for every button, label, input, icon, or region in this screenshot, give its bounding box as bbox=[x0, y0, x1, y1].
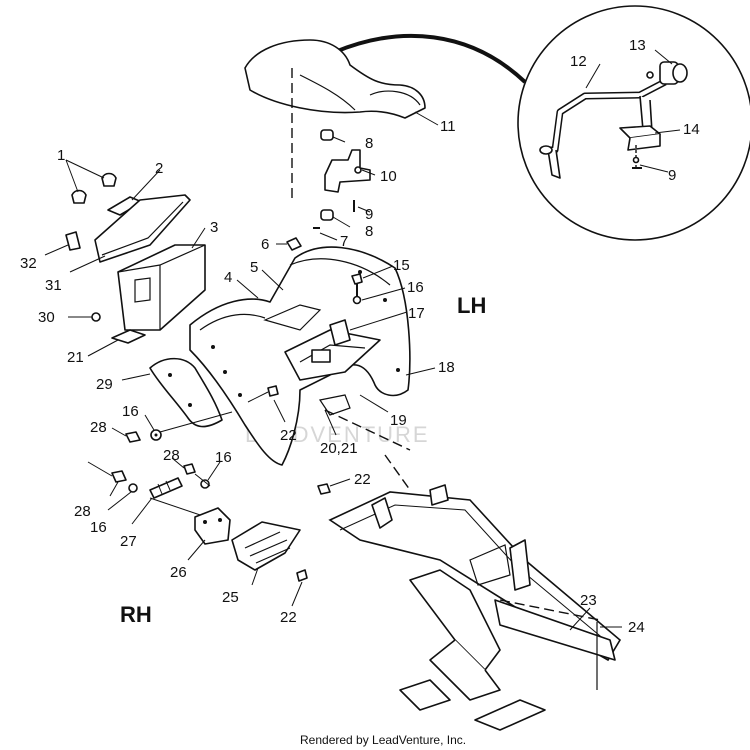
bolt-22-footrest bbox=[291, 569, 308, 607]
seat-11 bbox=[244, 39, 426, 200]
callout-28-mid: 28 bbox=[163, 447, 180, 464]
footrest-25 bbox=[231, 521, 301, 586]
callout-22-lower: 22 bbox=[280, 609, 297, 626]
callout-4: 4 bbox=[224, 269, 232, 286]
footer-credit: Rendered by LeadVenture, Inc. bbox=[300, 733, 466, 747]
callout-31: 31 bbox=[45, 277, 62, 294]
callout-28-lower: 28 bbox=[74, 503, 91, 520]
screw-9 bbox=[353, 200, 371, 213]
nut-30 bbox=[68, 312, 101, 322]
callout-labels: 1 2 3 4 5 6 7 8 8 9 9 10 11 12 13 14 15 … bbox=[20, 37, 700, 636]
callout-24: 24 bbox=[628, 619, 645, 636]
washer-16-lower bbox=[107, 483, 138, 511]
bracket-14 bbox=[619, 125, 661, 151]
callout-16-lower: 16 bbox=[90, 519, 107, 536]
fuse-clips-1 bbox=[65, 159, 117, 204]
decal-21 bbox=[87, 329, 146, 357]
hook-17 bbox=[329, 311, 408, 346]
rubber-bumper-8b bbox=[320, 209, 351, 228]
grab-bar-12 bbox=[539, 78, 667, 179]
callout-6: 6 bbox=[261, 236, 269, 253]
clip-32 bbox=[44, 231, 81, 256]
washer-16-lh bbox=[352, 287, 406, 305]
callout-5: 5 bbox=[250, 259, 258, 276]
latch-bracket-10 bbox=[324, 149, 371, 193]
frame bbox=[328, 484, 622, 731]
nut-6 bbox=[276, 237, 302, 251]
battery-box-3 bbox=[117, 227, 206, 331]
detail-inset bbox=[334, 5, 750, 241]
callout-7: 7 bbox=[340, 233, 348, 250]
callout-8-lower: 8 bbox=[365, 223, 373, 240]
callout-16-mid: 16 bbox=[215, 449, 232, 466]
cover-31 bbox=[69, 194, 191, 273]
nut-28-upper bbox=[111, 427, 141, 443]
callout-8-upper: 8 bbox=[365, 135, 373, 152]
lh-side-label: LH bbox=[457, 293, 486, 318]
callout-22-mid: 22 bbox=[354, 471, 371, 488]
bolt-15 bbox=[351, 265, 394, 296]
callout-28-upper: 28 bbox=[90, 419, 107, 436]
callout-16-lh: 16 bbox=[407, 279, 424, 296]
callout-12: 12 bbox=[570, 53, 587, 70]
callout-14: 14 bbox=[683, 121, 700, 138]
callout-27: 27 bbox=[120, 533, 137, 550]
washer-16-mid bbox=[194, 461, 221, 489]
callout-3: 3 bbox=[210, 219, 218, 236]
bracket-26 bbox=[187, 507, 231, 561]
callout-22-upper: 22 bbox=[280, 427, 297, 444]
callout-18: 18 bbox=[438, 359, 455, 376]
callout-16-upper: 16 bbox=[122, 403, 139, 420]
callout-13: 13 bbox=[629, 37, 646, 54]
callout-30: 30 bbox=[38, 309, 55, 326]
callout-20-21: 20,21 bbox=[320, 440, 358, 457]
callout-25: 25 bbox=[222, 589, 239, 606]
rh-side-label: RH bbox=[120, 602, 152, 627]
callout-15: 15 bbox=[393, 257, 410, 274]
callout-11: 11 bbox=[440, 118, 456, 135]
bolt-9-inset bbox=[632, 145, 642, 170]
grab-bar-end-13 bbox=[646, 61, 688, 85]
rubber-bumper-8a bbox=[320, 129, 346, 143]
callout-1: 1 bbox=[57, 147, 65, 164]
bolt-22-mid bbox=[317, 478, 351, 495]
spacer-27 bbox=[131, 477, 183, 525]
callout-23: 23 bbox=[580, 592, 597, 609]
mud-flap-29 bbox=[121, 357, 223, 428]
screw-7 bbox=[313, 227, 338, 241]
callout-19: 19 bbox=[390, 412, 407, 429]
callout-2: 2 bbox=[155, 160, 163, 177]
bolt-22-upper bbox=[267, 385, 286, 423]
callout-17: 17 bbox=[408, 305, 425, 322]
callout-29: 29 bbox=[96, 376, 113, 393]
callout-9-inset: 9 bbox=[668, 167, 676, 184]
washer-16-upper bbox=[144, 411, 233, 441]
callout-10: 10 bbox=[380, 168, 397, 185]
nut-28-mid bbox=[171, 457, 196, 475]
callout-9: 9 bbox=[365, 206, 373, 223]
callout-26: 26 bbox=[170, 564, 187, 581]
nut-28-lower bbox=[87, 461, 127, 497]
callout-32: 32 bbox=[20, 255, 37, 272]
callout-21: 21 bbox=[67, 349, 84, 366]
